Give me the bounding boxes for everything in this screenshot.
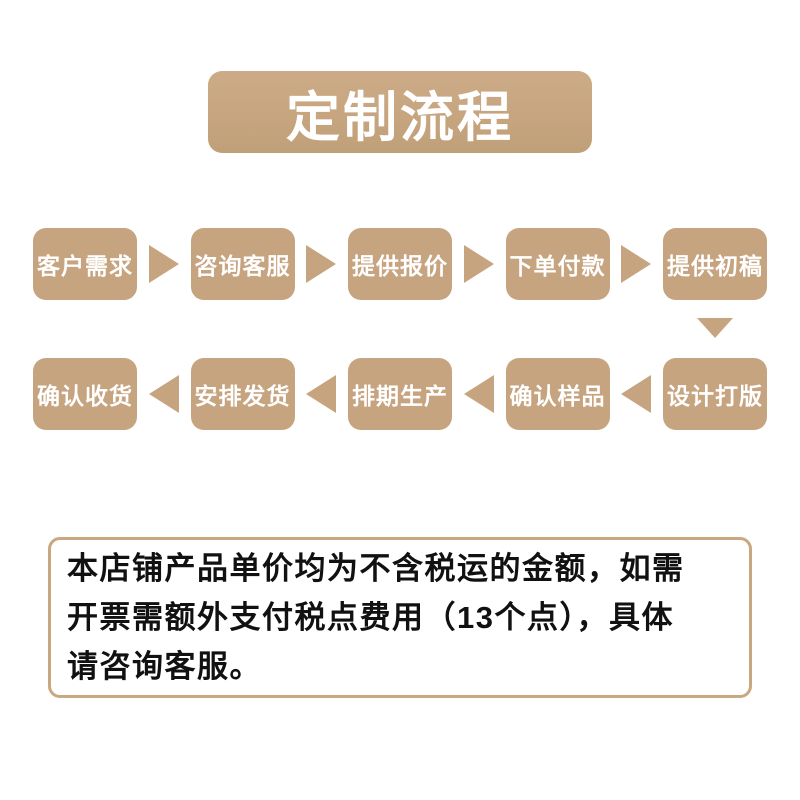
- arrow-right-icon: [148, 245, 179, 283]
- flow-step-consult-service: 咨询客服: [190, 228, 295, 300]
- flow-step-provide-quote: 提供报价: [348, 228, 452, 300]
- flow-step-label: 确认收货: [37, 383, 133, 409]
- arrow-left-icon: [621, 375, 652, 413]
- flow-step-order-payment: 下单付款: [505, 228, 610, 300]
- flow-step-label: 确认样品: [509, 383, 606, 409]
- page-title-label: 定制流程: [286, 87, 514, 148]
- flow-step-label: 排期生产: [352, 383, 448, 409]
- arrow-right-icon: [306, 245, 337, 283]
- arrow-left-icon: [306, 375, 337, 413]
- flow-step-label: 客户需求: [37, 253, 133, 279]
- flow-step-label: 提供初稿: [667, 253, 763, 279]
- arrow-down-icon: [697, 318, 733, 338]
- flow-step-confirm-receipt: 确认收货: [33, 358, 137, 430]
- flow-step-schedule-production: 排期生产: [348, 358, 452, 430]
- arrow-right-icon: [621, 245, 652, 283]
- flow-step-design-plate: 设计打版: [663, 358, 767, 430]
- flow-step-label: 安排发货: [194, 383, 291, 409]
- flow-step-label: 提供报价: [352, 253, 448, 279]
- flow-step-label: 设计打版: [667, 383, 763, 409]
- arrow-left-icon: [148, 375, 179, 413]
- flow-step-arrange-shipping: 安排发货: [190, 358, 295, 430]
- arrow-right-icon: [463, 245, 494, 283]
- flow-step-confirm-sample: 确认样品: [505, 358, 610, 430]
- flow-step-first-draft: 提供初稿: [663, 228, 767, 300]
- note-text-line: 本店铺产品单价均为不含税运的金额，如需: [67, 551, 685, 586]
- flow-step-customer-needs: 客户需求: [33, 228, 137, 300]
- note-text-line: 开票需额外支付税点费用（13个点），具体: [67, 600, 674, 635]
- flow-step-label: 咨询客服: [194, 253, 291, 279]
- page-title: 定制流程: [208, 71, 592, 153]
- flow-row-2: 确认收货 安排发货 排期生产 确认样品 设计打版: [33, 358, 767, 430]
- arrow-left-icon: [463, 375, 494, 413]
- flow-row-1: 客户需求 咨询客服 提供报价 下单付款 提供初稿: [33, 228, 767, 300]
- flow-step-label: 下单付款: [509, 253, 606, 279]
- note-text-line: 请咨询客服。: [67, 649, 262, 684]
- tax-note-box: 本店铺产品单价均为不含税运的金额，如需 开票需额外支付税点费用（13个点），具体…: [48, 537, 752, 698]
